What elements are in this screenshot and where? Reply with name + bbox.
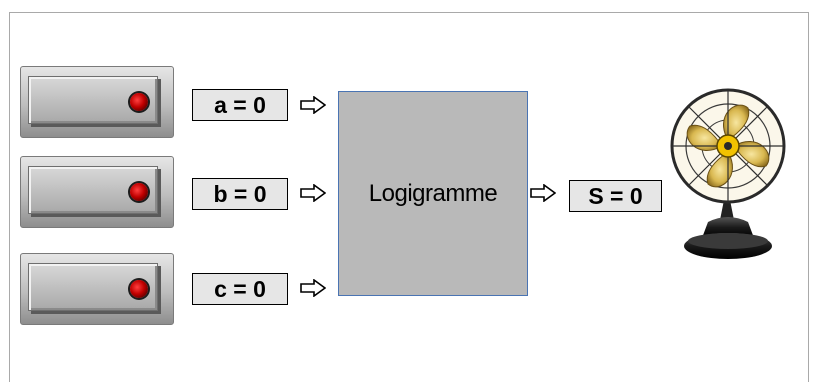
right-arrow-icon: [300, 184, 326, 202]
right-arrow-icon: [300, 279, 326, 297]
input-a-label: a = 0: [192, 89, 288, 121]
logigramme-label: Logigramme: [368, 180, 498, 207]
red-indicator-lamp-icon: [130, 93, 148, 111]
desk-fan-icon: [670, 88, 786, 259]
logigramme-block[interactable]: Logigramme: [338, 91, 528, 296]
switch-b[interactable]: [20, 156, 174, 228]
input-b-label: b = 0: [192, 178, 288, 210]
switch-face: [28, 166, 158, 214]
switch-c[interactable]: [20, 253, 174, 325]
switch-face: [28, 76, 158, 124]
input-c-label: c = 0: [192, 273, 288, 305]
switch-a[interactable]: [20, 66, 174, 138]
output-s-label: S = 0: [569, 180, 662, 212]
switch-face: [28, 263, 158, 311]
right-arrow-icon: [300, 96, 326, 114]
right-arrow-icon: [530, 184, 556, 202]
red-indicator-lamp-icon: [130, 183, 148, 201]
red-indicator-lamp-icon: [130, 280, 148, 298]
